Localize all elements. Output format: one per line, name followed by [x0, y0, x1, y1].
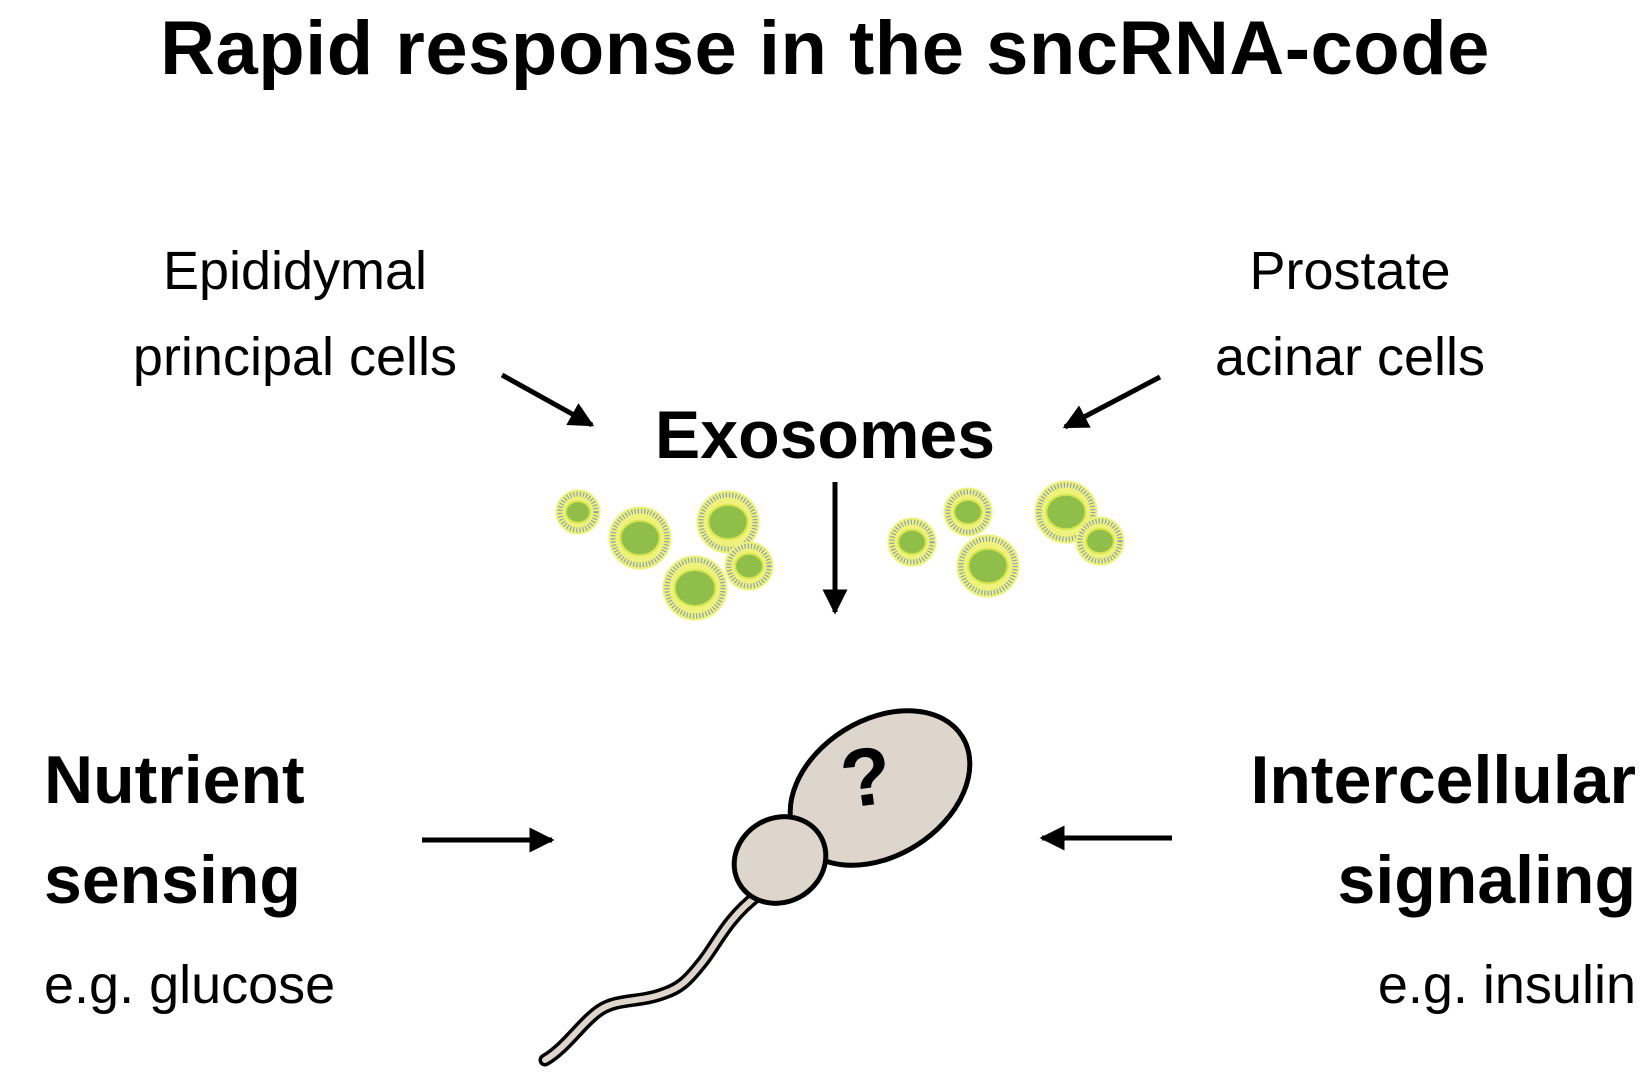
nutrient-example: e.g. glucose: [44, 955, 336, 1015]
exosome-core: [897, 528, 927, 556]
exosome-vesicle-icon: [956, 534, 1020, 598]
exosome-core: [967, 547, 1009, 585]
exosome-core: [734, 552, 764, 580]
exosome-membrane: [889, 519, 935, 565]
exosome-core: [1085, 527, 1115, 555]
signaling-line1: Intercellular: [1250, 742, 1637, 818]
exosome-membrane: [698, 492, 758, 552]
exosome-vesicle-icon: [608, 506, 672, 570]
nutrient-line1: Nutrient: [44, 742, 305, 818]
sperm-midpiece: [731, 814, 829, 906]
exosome-core: [1045, 493, 1087, 531]
exosome-membrane: [726, 543, 772, 589]
exosome-vesicle-icon: [943, 487, 993, 537]
exosome-core: [619, 519, 661, 557]
signaling-line2: signaling: [1337, 842, 1636, 918]
sperm-tail-inner: [542, 892, 761, 1063]
page-title: Rapid response in the sncRNA-code: [160, 6, 1490, 91]
sperm-cell-icon: ?: [538, 708, 973, 1067]
signaling-example: e.g. insulin: [1377, 955, 1636, 1015]
exosome-vesicle-icon: [724, 541, 774, 591]
exosome-membrane: [557, 491, 599, 533]
source-left-line1: Epididymal: [162, 241, 428, 301]
nutrient-line2: sensing: [44, 842, 301, 918]
exosome-membrane: [664, 557, 726, 619]
exosome-membrane: [1077, 518, 1123, 564]
exosome-core: [707, 503, 749, 541]
source-epididymal: Epididymal principal cells: [60, 228, 530, 400]
exosome-vesicle-icon: [696, 490, 760, 554]
exosome-vesicle-icon: [887, 517, 937, 567]
exosome-core: [673, 569, 717, 607]
exosomes-label: Exosomes: [654, 397, 996, 473]
exosome-membrane: [958, 536, 1018, 596]
exosome-membrane: [610, 508, 670, 568]
exosome-core: [564, 500, 592, 524]
arrow-prostate-to-exosomes: [1062, 374, 1162, 430]
intercellular-signaling-label: Intercellular signaling: [1251, 730, 1637, 930]
exosome-membrane: [1036, 482, 1096, 542]
exosome-core: [953, 498, 983, 526]
exosome-vesicle-icon: [555, 489, 601, 535]
exosome-cluster: [555, 480, 1125, 621]
source-right-line2: acinar cells: [1214, 327, 1486, 387]
arrow-epididymal-to-exosomes: [500, 372, 595, 428]
source-right-line1: Prostate: [1249, 241, 1451, 301]
exosome-membrane: [945, 489, 991, 535]
exosome-vesicle-icon: [1075, 516, 1125, 566]
nutrient-sensing-label: Nutrient sensing: [44, 730, 305, 930]
source-prostate: Prostate acinar cells: [1140, 228, 1560, 400]
source-left-line2: principal cells: [132, 327, 458, 387]
exosome-vesicle-icon: [662, 555, 728, 621]
